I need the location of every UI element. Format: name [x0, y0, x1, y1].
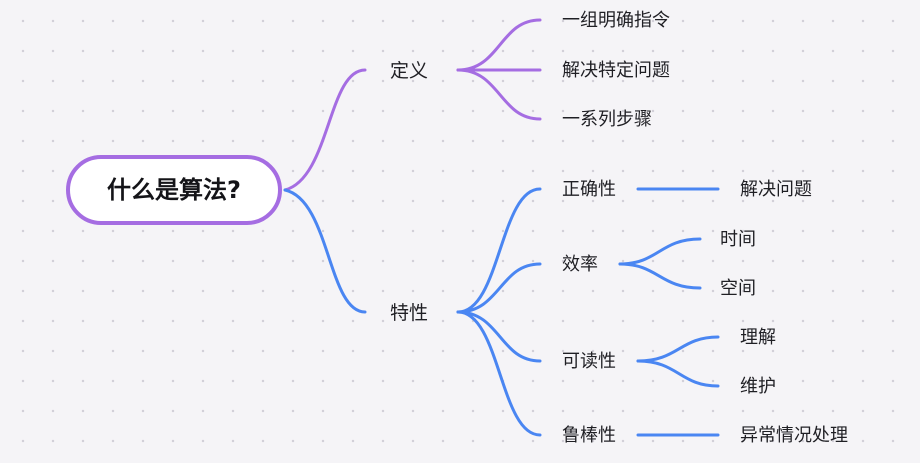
connector-readability-leaf-1: [636, 359, 720, 388]
connector-properties-item-3: [456, 310, 542, 437]
connector-root-definition: [283, 68, 367, 192]
root-node-frame: [66, 155, 282, 225]
definition-item-clear-instructions[interactable]: 一组明确指令: [562, 10, 670, 31]
connector-readability-leaf-0: [636, 335, 720, 363]
root-node[interactable]: 什么是算法?: [66, 155, 282, 225]
definition-item-solve-specific-problem[interactable]: 解决特定问题: [562, 60, 670, 81]
connector-definition-item-2: [456, 68, 542, 121]
leaf-efficiency-space[interactable]: 空间: [720, 278, 756, 299]
property-item-correctness[interactable]: 正确性: [562, 179, 616, 200]
connector-properties-item-0: [456, 187, 542, 314]
connector-root-properties: [283, 188, 367, 314]
leaf-readability-understand[interactable]: 理解: [740, 327, 776, 348]
connector-properties-item-1: [456, 262, 542, 314]
connector-efficiency-leaf-1: [618, 262, 702, 290]
property-item-efficiency[interactable]: 效率: [562, 254, 598, 275]
branch-definition-label[interactable]: 定义: [390, 60, 428, 82]
branch-properties-label[interactable]: 特性: [390, 302, 428, 324]
connector-efficiency-leaf-0: [618, 237, 702, 266]
definition-item-series-of-steps[interactable]: 一系列步骤: [562, 109, 652, 130]
connector-properties-item-2: [456, 310, 542, 363]
property-item-readability[interactable]: 可读性: [562, 351, 616, 372]
root-node-label: 什么是算法?: [107, 176, 241, 204]
property-item-robustness[interactable]: 鲁棒性: [562, 425, 616, 446]
leaf-readability-maintain[interactable]: 维护: [740, 376, 776, 397]
leaf-robustness-exception-handling[interactable]: 异常情况处理: [740, 425, 848, 446]
leaf-efficiency-time[interactable]: 时间: [720, 229, 756, 250]
leaf-correctness-solve-problem[interactable]: 解决问题: [740, 179, 812, 200]
connector-definition-item-0: [456, 18, 542, 72]
